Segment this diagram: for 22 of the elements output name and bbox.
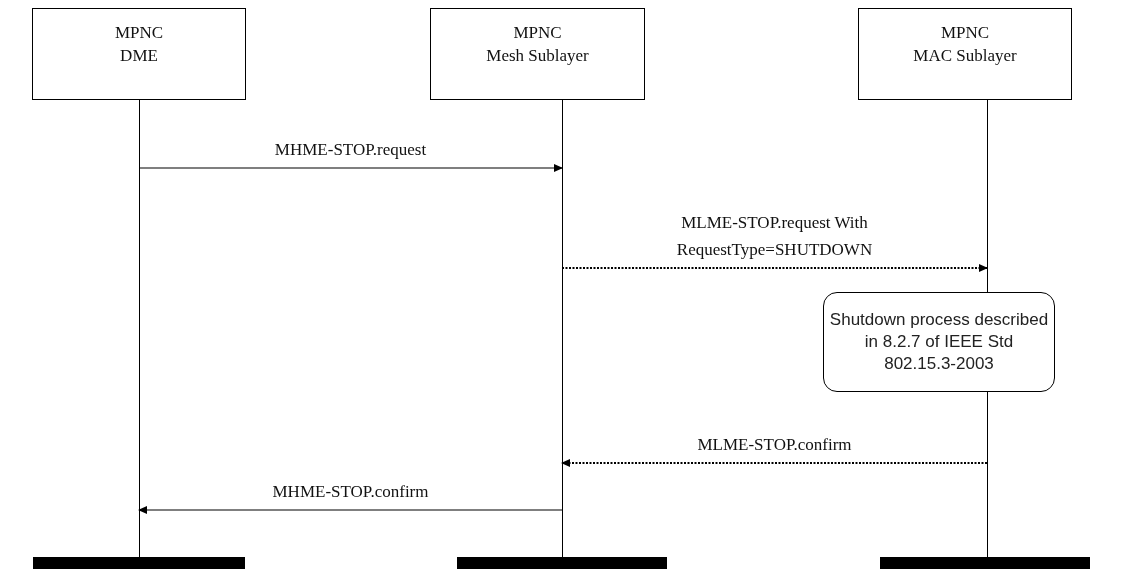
message-arrow [561, 264, 988, 272]
lifeline-end-bar [880, 557, 1090, 569]
message-arrow [138, 506, 563, 514]
layer-name: DME [120, 45, 158, 67]
lifeline [561, 100, 563, 557]
note-text: Shutdown process described in 8.2.7 of IEEE Std 802.15.3-2003 [828, 309, 1050, 375]
entity-name: MPNC [940, 22, 990, 44]
lifeline-header-box [430, 8, 645, 100]
lifeline [138, 100, 140, 557]
layer-name: Mesh Sublayer [486, 45, 589, 67]
message-arrow [138, 164, 563, 172]
process-note-box [823, 292, 1055, 392]
lifeline [986, 392, 988, 557]
entity-name: MPNC [513, 22, 562, 44]
layer-name: MAC Sublayer [913, 45, 1017, 67]
lifeline-header-box [858, 8, 1072, 100]
entity-name: MPNC [114, 22, 164, 44]
message-arrow [561, 459, 988, 467]
lifeline-end-bar [33, 557, 245, 569]
lifeline-end-bar [457, 557, 667, 569]
lifeline-header-box [32, 8, 246, 100]
lifeline [986, 100, 988, 292]
